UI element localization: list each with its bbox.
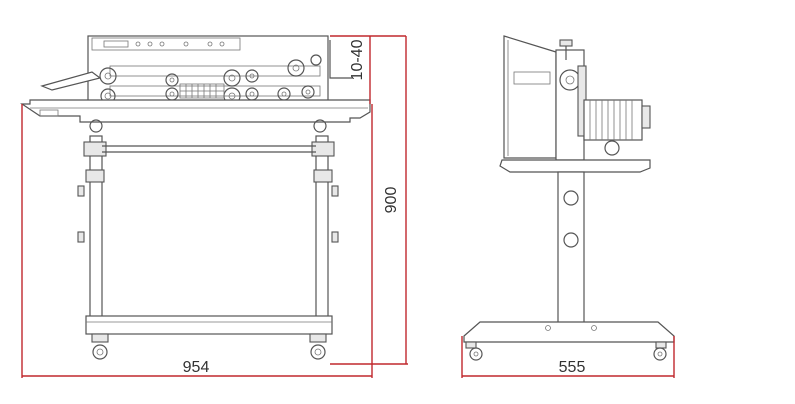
side-lever — [39, 109, 59, 117]
left-column — [89, 135, 103, 333]
side-base — [463, 321, 675, 343]
control-panel — [91, 37, 241, 51]
side-display — [513, 71, 551, 85]
depth-label: 555 — [559, 359, 586, 376]
casters-side — [465, 341, 667, 361]
side-table — [499, 159, 651, 173]
bottom-frame — [85, 315, 333, 335]
top-bracket — [329, 40, 352, 79]
display-window — [103, 40, 129, 48]
table-knob-right — [313, 119, 327, 133]
right-column-joint — [313, 169, 333, 183]
right-column — [315, 135, 329, 333]
table-knob-left — [89, 119, 103, 133]
motor-knob — [604, 140, 620, 156]
upper-belt — [109, 65, 321, 77]
conveyor-table — [20, 99, 371, 123]
column-knob-lower — [563, 232, 579, 248]
machine-body — [87, 35, 329, 103]
column-knobs — [77, 185, 339, 243]
left-column-joint — [85, 169, 105, 183]
motor-housing — [583, 99, 643, 141]
side-column — [557, 171, 585, 337]
side-dimensions — [461, 336, 675, 378]
width-label: 954 — [183, 359, 210, 376]
adjust-range-label: 10-40 — [349, 39, 366, 80]
casters-front — [91, 333, 327, 360]
side-cabinet — [503, 35, 557, 159]
control-buttons — [135, 41, 225, 47]
left-column-clamp — [83, 141, 107, 157]
front-view — [20, 35, 371, 360]
rollers — [99, 54, 322, 105]
height-label: 900 — [383, 187, 400, 214]
front-dimensions — [21, 35, 408, 378]
right-column-clamp — [311, 141, 335, 157]
heater-grid — [180, 84, 224, 98]
column-knob-upper — [563, 190, 579, 206]
lower-belt — [109, 85, 321, 97]
side-view — [463, 35, 675, 361]
